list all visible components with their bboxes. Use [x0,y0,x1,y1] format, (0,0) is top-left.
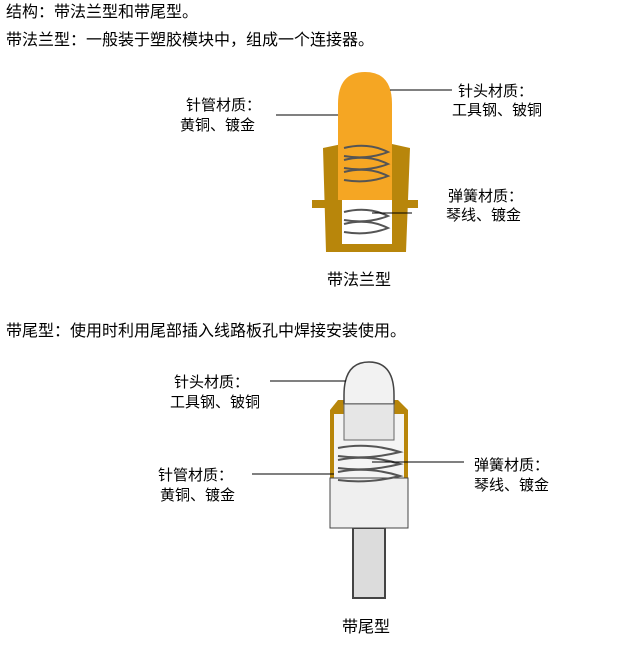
tail-plunger-body [343,403,395,441]
tail-caption: 带尾型 [342,617,391,636]
tail-head-material: 工具钢、铍铜 [170,393,261,411]
flange-plate-right [398,200,418,208]
flange-description: 带法兰型：一般装于塑胶模块中，组成一个连接器。 [6,30,375,49]
flange-plate-left [312,200,332,208]
tail-tube-lower [329,477,409,529]
flange-caption: 带法兰型 [327,270,392,289]
structure-text: 结构：带法兰型和带尾型。 [6,2,199,21]
tail-plunger-head [343,361,395,405]
tail-rod [352,527,386,599]
tail-spring-label: 弹簧材质： [474,456,550,474]
tail-tube-label: 针管材质： [158,466,234,484]
flange-spring-material: 琴线、镀金 [446,206,522,224]
tail-spring [337,444,404,483]
flange-pin-drawing [276,72,452,252]
flange-spring-label: 弹簧材质： [448,187,524,205]
flange-tube-material: 黄铜、镀金 [180,116,256,134]
flange-tube-label: 针管材质： [186,96,262,114]
tail-pin-drawing [252,361,464,599]
flange-spring [343,144,391,235]
tail-tube-material: 黄铜、镀金 [160,486,236,504]
flange-head-label: 针头材质： [458,82,534,100]
flange-head-material: 工具钢、铍铜 [452,101,543,119]
tail-description: 带尾型：使用时利用尾部插入线路板孔中焊接安装使用。 [6,321,407,340]
tail-head-label: 针头材质： [174,373,250,391]
tail-spring-material: 琴线、镀金 [474,476,550,494]
